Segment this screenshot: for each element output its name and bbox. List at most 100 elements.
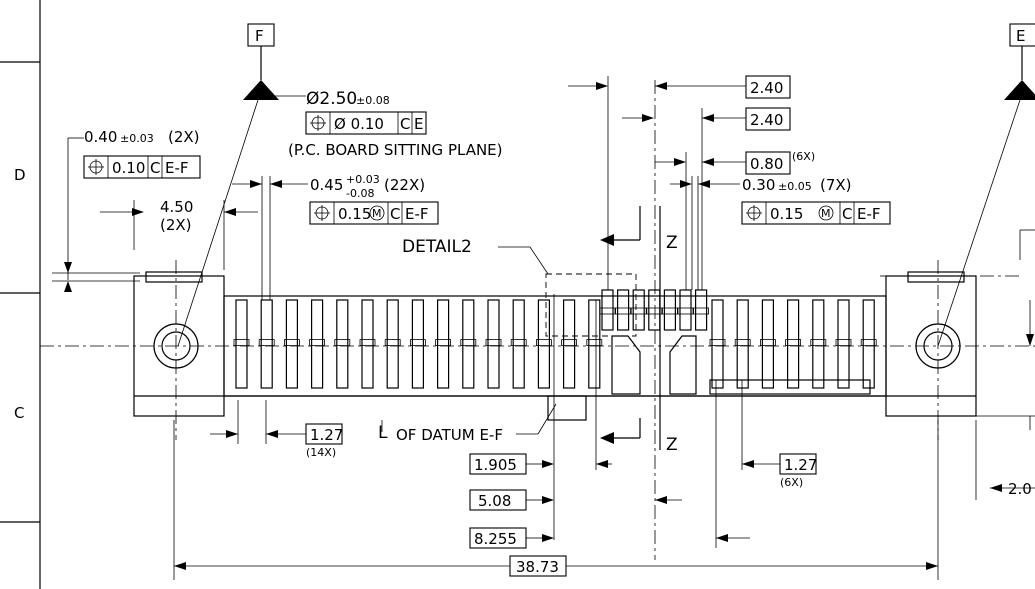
hole-callout: Ø2.50 ±0.08 Ø 0.10 C E (P.C. BOARD SITTI…	[256, 89, 503, 159]
dim-1905-text: 1.905	[474, 456, 517, 474]
peg-fcf-ref1: C	[150, 159, 160, 177]
pin-left-tab	[283, 339, 300, 347]
pin-right	[837, 299, 850, 389]
pitch-left-count: (14X)	[306, 446, 336, 459]
pin-left-tab	[586, 339, 603, 347]
dim-030-tol: ±0.05	[778, 180, 812, 193]
pin-left-tab	[460, 339, 477, 347]
right-pin-row	[709, 299, 877, 389]
pitch-right-count: (6X)	[780, 476, 803, 489]
pin-left	[537, 299, 551, 389]
section-z-bottom: Z	[666, 435, 678, 455]
r-fcf-tol: 0.15	[770, 205, 803, 223]
zone-c-label: C	[14, 404, 24, 422]
pin-left	[260, 299, 273, 389]
pin-left-tab	[561, 339, 577, 347]
pin-left	[361, 299, 374, 389]
datum-e-flag	[937, 23, 1035, 347]
peg-callout: 0.40 ±0.03 (2X) 0.10 C E-F	[52, 128, 201, 292]
dim-edge-right-text: 2.0	[1008, 480, 1032, 498]
pin-fcf-tol: 0.15	[338, 205, 371, 223]
pin-left	[487, 299, 500, 389]
section-z-top: Z	[666, 233, 678, 253]
pin-detail	[679, 289, 692, 331]
pin-left-tab	[233, 339, 250, 347]
pin-detail-tab	[677, 307, 694, 315]
pin-detail	[601, 289, 614, 331]
pin-right-tab	[860, 339, 877, 347]
pin-left-tab	[409, 339, 426, 347]
datum-e-label: E	[1016, 27, 1025, 45]
board-plane-note: (P.C. BOARD SITTING PLANE)	[288, 141, 503, 159]
pin-left	[235, 299, 248, 389]
zone-d-label: D	[14, 166, 26, 184]
pin-detail-tab	[693, 307, 709, 315]
pin-left-tab	[485, 339, 502, 347]
dim-030-text: 0.30	[742, 176, 775, 194]
cl-symbol: L	[378, 423, 388, 443]
pin-right-tab	[785, 339, 801, 347]
pin-left-tab	[536, 339, 552, 347]
pin-left	[462, 299, 475, 389]
dim-508-text: 5.08	[478, 492, 511, 510]
pin-left	[512, 299, 525, 389]
pin-detail	[632, 289, 645, 331]
pin-left	[437, 299, 450, 389]
pin-left-tab	[334, 339, 351, 347]
pin-right-tab	[734, 339, 751, 347]
ear-count-text: (2X)	[160, 216, 192, 234]
pin-fcf-ref2: E-F	[405, 205, 429, 223]
ear-offset-text: 4.50	[160, 198, 193, 216]
r-fcf-ref2: E-F	[857, 205, 881, 223]
pin-right-tab	[709, 339, 726, 347]
pin-left	[562, 299, 576, 389]
dim-240a-text: 2.40	[750, 79, 783, 97]
right-edge-bracket	[976, 229, 1035, 430]
detail-window	[545, 273, 637, 337]
dim-240b-text: 2.40	[750, 111, 783, 129]
r-fcf-mod: M	[821, 207, 831, 220]
pin-fcf-mod: M	[372, 207, 382, 220]
r-fcf-ref1: C	[842, 205, 852, 223]
pin-right-tab	[760, 339, 776, 347]
ear-offset-dim: 4.50 (2X)	[100, 198, 258, 270]
pin-right-tab	[810, 339, 827, 347]
pin-right	[736, 299, 749, 389]
pin-width-callout: 0.45 +0.03 -0.08 (22X) 0.15 M C E-F	[232, 173, 439, 300]
pin-left	[311, 299, 324, 389]
sheet-border	[0, 0, 41, 589]
pin-detail	[694, 289, 708, 331]
left-pin-row	[233, 299, 603, 389]
peg-fcf-ref2: E-F	[165, 159, 189, 177]
pin-tol-lower: -0.08	[346, 187, 374, 200]
pin-right	[761, 299, 775, 389]
hole-dia-text: Ø2.50	[306, 89, 357, 109]
pin-left-tab	[309, 339, 326, 347]
detail-leader	[498, 246, 549, 275]
pin-left	[336, 299, 349, 389]
pin-detail-tab	[615, 307, 631, 315]
pin-left	[588, 299, 601, 389]
pin-right-tab	[835, 339, 852, 347]
pin-left-tab	[359, 339, 376, 347]
dim-030-count: (7X)	[820, 176, 852, 194]
pin-width-text: 0.45	[310, 176, 343, 194]
pin-detail-tab	[630, 307, 647, 315]
pin-tol-upper: +0.03	[346, 173, 380, 186]
datum-cl-text: OF DATUM E-F	[396, 426, 503, 444]
detail-label: DETAIL2	[402, 237, 472, 257]
pin-left-tab	[384, 339, 401, 347]
pin-left-tab	[258, 339, 275, 347]
pitch-right-text: 1.27	[784, 456, 817, 474]
pin-detail-tab	[646, 307, 663, 315]
pin-detail	[663, 289, 677, 331]
pin-right	[812, 299, 825, 389]
hole-fcf-ref1: C	[400, 115, 410, 133]
dim-080-count: (6X)	[792, 150, 815, 163]
datum-f-flag	[177, 23, 279, 347]
hole-fcf-tol: Ø 0.10	[334, 115, 384, 133]
pin-detail-tab	[662, 307, 678, 315]
hole-tol-text: ±0.08	[356, 94, 390, 107]
